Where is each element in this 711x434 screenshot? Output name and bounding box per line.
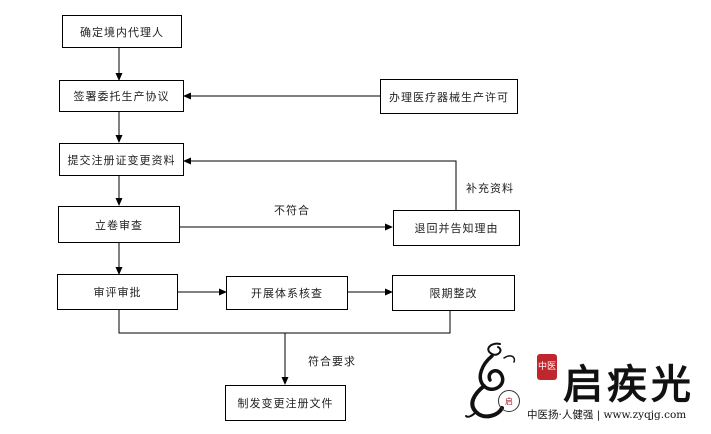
step-submit-materials: 提交注册证变更资料 [59,143,184,176]
step-system-inspection: 开展体系核查 [226,276,348,310]
step-production-license: 办理医疗器械生产许可 [380,79,518,114]
step-sign-agreement: 签署委托生产协议 [59,80,184,112]
watermark-brand: 启疾光 [563,361,695,408]
step-issue-documents: 制发变更注册文件 [225,385,346,421]
calligraphy-logo-icon [465,342,516,419]
step-determine-agent: 确定境内代理人 [62,15,182,48]
step-return-notify: 退回并告知理由 [393,210,520,246]
label-supplement: 补充资料 [466,182,514,195]
watermark-tagline: 中医扬·人健强 | www.zyqjg.com [527,409,687,421]
step-technical-review: 审评审批 [57,274,178,310]
round-seal: 启 [498,390,520,412]
step-filing-review: 立卷审查 [58,206,180,243]
label-not-compliant: 不符合 [274,204,310,217]
merge-bracket [118,310,451,334]
step-rectify-deadline: 限期整改 [392,275,515,311]
arrow-return-to-submit [183,157,457,210]
brand-seal: 中医 [537,354,557,380]
label-compliant: 符合要求 [308,355,356,368]
